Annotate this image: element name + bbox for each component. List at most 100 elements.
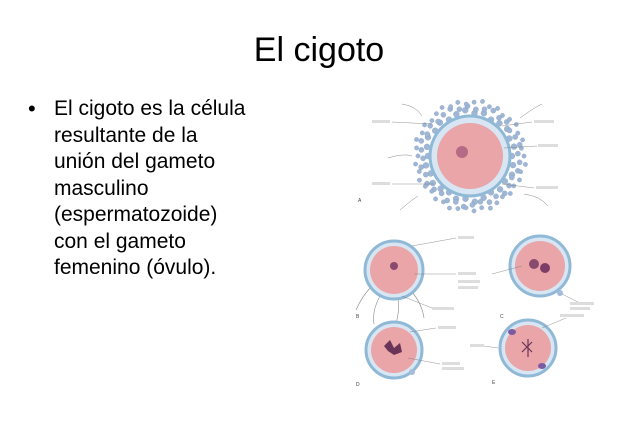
zygote-c-cytoplasm — [515, 241, 565, 291]
corona-cell — [517, 177, 522, 183]
corona-cell — [507, 116, 512, 122]
label-placeholder — [458, 280, 480, 283]
sperm-tail — [401, 103, 423, 117]
panel-label-a: A — [358, 198, 362, 204]
panel-c: C — [491, 234, 594, 320]
label-placeholder — [458, 286, 478, 289]
corona-cell — [434, 111, 439, 117]
fertilization-diagram: A B — [355, 99, 594, 388]
corona-cell — [500, 194, 505, 200]
corona-cell — [415, 153, 421, 159]
corona-cell — [429, 188, 435, 194]
corona-cell — [423, 171, 429, 178]
panel-label-b: B — [356, 314, 360, 320]
bullet-dot-icon: • — [28, 96, 36, 121]
corona-cell — [463, 101, 469, 107]
corona-cell — [435, 118, 441, 125]
corona-cell — [515, 150, 521, 157]
corona-cell — [418, 138, 425, 144]
panel-label-c: C — [500, 314, 504, 320]
corona-cell — [463, 205, 469, 211]
corona-cell — [414, 145, 419, 151]
corona-cell — [469, 202, 476, 208]
corona-cell — [414, 137, 419, 142]
corona-cell — [477, 199, 484, 205]
corona-cell — [429, 118, 435, 123]
corona-cell — [455, 100, 461, 105]
corona-cell — [512, 134, 518, 140]
label-placeholder — [458, 236, 474, 239]
sperm-tail — [519, 103, 543, 119]
corona-cell — [433, 196, 438, 202]
corona-cell — [509, 174, 515, 181]
panel-a: A — [358, 99, 558, 214]
corona-cell — [440, 112, 447, 118]
corona-cell — [455, 206, 461, 211]
corona-cell — [523, 162, 528, 167]
corona-cell — [422, 183, 428, 189]
chromosomes — [384, 340, 402, 355]
oocyte-nucleus — [456, 146, 468, 158]
panel-label-d: D — [356, 382, 360, 388]
mitotic-spindle — [521, 339, 533, 357]
corona-cell — [453, 199, 459, 205]
corona-cell — [490, 107, 497, 114]
panel-label-e: E — [492, 380, 496, 386]
corona-cell — [507, 191, 513, 196]
sperm-tail — [399, 195, 419, 211]
corona-cell — [487, 104, 492, 110]
corona-cell — [518, 169, 523, 175]
corona-cell — [494, 200, 500, 206]
oocyte-cytoplasm — [437, 123, 503, 189]
corona-cell — [439, 105, 445, 110]
label-placeholder — [536, 186, 558, 189]
polar-body — [409, 369, 415, 375]
corona-cell — [480, 99, 485, 104]
label-placeholder — [372, 120, 390, 123]
corona-cell — [427, 123, 433, 129]
corona-radiata — [387, 99, 549, 214]
polar-body — [508, 329, 516, 335]
slide-title: El cigoto — [253, 31, 385, 69]
polar-body — [538, 363, 546, 369]
corona-cell — [511, 183, 517, 189]
corona-cell — [416, 169, 422, 174]
corona-cell — [496, 186, 504, 193]
label-placeholder — [458, 272, 476, 275]
corona-cell — [424, 131, 431, 137]
corona-cell — [418, 147, 425, 153]
label-placeholder — [560, 314, 584, 317]
pronucleus-male — [540, 263, 550, 273]
corona-cell — [521, 153, 527, 159]
panel-b: B — [355, 236, 480, 329]
panel-b-leader-lines — [401, 237, 457, 309]
corona-cell — [429, 179, 436, 187]
corona-cell — [493, 193, 499, 200]
corona-cell — [516, 159, 523, 166]
label-placeholder — [470, 344, 484, 347]
pronucleus-female — [529, 259, 539, 269]
bullet-text: El cigoto es la célula resultante de la … — [54, 97, 246, 279]
panel-a-leader-lines — [391, 121, 538, 189]
corona-cell — [510, 143, 518, 150]
label-placeholder — [442, 367, 464, 370]
label-placeholder — [438, 326, 456, 329]
label-placeholder — [570, 302, 594, 305]
sperm-tail — [523, 193, 549, 207]
corona-cell — [441, 199, 446, 205]
corona-cell — [419, 130, 425, 136]
corona-cell — [448, 104, 454, 109]
panel-d-leader-lines — [407, 327, 441, 365]
sperm-tail — [387, 154, 413, 159]
bullet-item: • El cigoto es la célula resultante de l… — [24, 96, 324, 282]
label-placeholder — [432, 307, 454, 310]
corona-cell — [456, 106, 463, 112]
panel-e-leader-lines — [483, 317, 567, 349]
corona-cell — [506, 127, 513, 134]
corona-cell — [473, 106, 479, 113]
label-placeholder — [442, 362, 460, 365]
corona-cell — [515, 130, 521, 136]
corona-cell — [413, 161, 418, 167]
corona-cell — [488, 205, 493, 211]
